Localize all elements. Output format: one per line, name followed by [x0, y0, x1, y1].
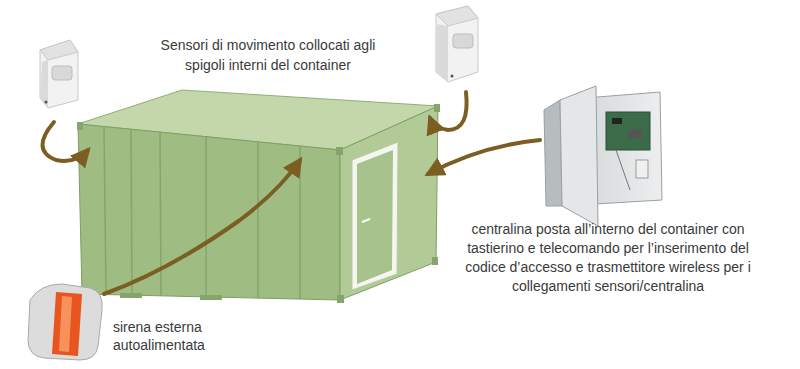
control-unit-note: centralina posta all’interno del contain… [462, 220, 754, 296]
siren-note: sirena esterna autoalimentata [113, 318, 225, 354]
sensor-note: Sensori di movimento collocati agli spig… [150, 35, 386, 75]
